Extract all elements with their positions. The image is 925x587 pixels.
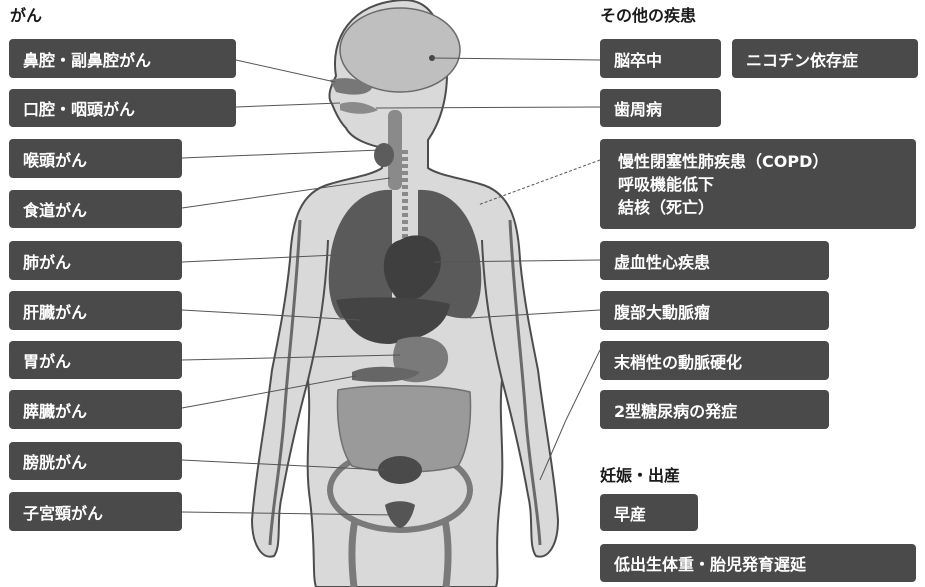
label-pancreatic-cancer: 膵臓がん [9,390,182,429]
label-copd-group: 慢性閉塞性肺疾患（COPD） 呼吸機能低下 結核（死亡） [600,139,916,229]
label-peripheral-arteriosclerosis: 末梢性の動脈硬化 [600,341,829,380]
label-stroke: 脳卒中 [600,39,721,78]
section-heading-cancer: がん [10,6,42,26]
label-periodontal-disease: 歯周病 [600,89,721,127]
label-liver-cancer: 肝臓がん [9,291,182,330]
label-cervical-cancer: 子宮頸がん [9,492,182,531]
label-laryngeal-cancer: 喉頭がん [9,139,182,178]
label-lung-cancer: 肺がん [9,241,182,280]
brain-shape [340,8,460,92]
label-ischemic-heart-disease: 虚血性心疾患 [600,241,829,280]
label-nasal-cancer: 鼻腔・副鼻腔がん [9,39,236,78]
label-low-birth-weight: 低出生体重・胎児発育遅延 [600,544,916,582]
label-tuberculosis-death: 結核（死亡） [618,196,714,219]
label-bladder-cancer: 膀胱がん [9,442,182,480]
label-nicotine-dependence: ニコチン依存症 [732,39,918,78]
label-abdominal-aortic-aneurysm: 腹部大動脈瘤 [600,291,829,330]
label-esophageal-cancer: 食道がん [9,190,182,228]
section-heading-pregnancy: 妊娠・出産 [600,466,680,486]
label-preterm-birth: 早産 [600,494,698,531]
label-respiratory-decline: 呼吸機能低下 [618,173,714,196]
label-oral-pharyngeal-cancer: 口腔・咽頭がん [9,89,236,127]
label-copd: 慢性閉塞性肺疾患（COPD） [618,150,828,173]
larynx-shape [374,143,394,167]
label-type2-diabetes: 2型糖尿病の発症 [600,390,829,429]
label-stomach-cancer: 胃がん [9,341,182,379]
section-heading-other-diseases: その他の疾患 [600,6,696,26]
